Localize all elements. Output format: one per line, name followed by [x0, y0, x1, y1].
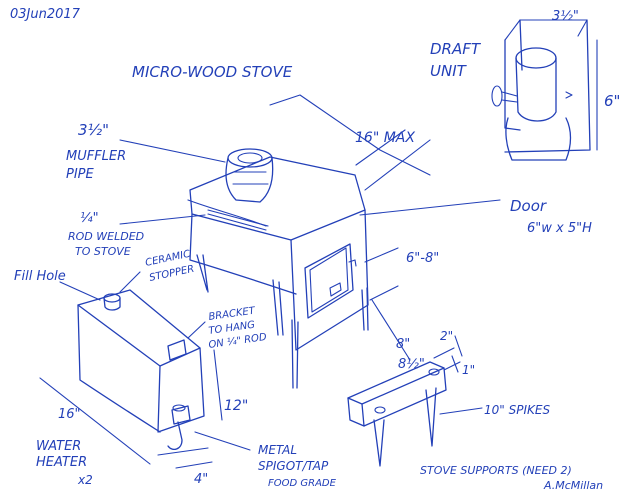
- spigot-label-line1: METAL: [258, 443, 297, 457]
- muffler-label-line1: MUFFLER: [66, 149, 126, 164]
- rod-size-label: ¼": [80, 211, 99, 226]
- support-thickness-label: 1": [462, 363, 475, 377]
- support-width-label: 8½": [398, 357, 425, 372]
- water-heater-height-label: 12": [224, 398, 248, 414]
- rod-label-line2: TO STOVE: [75, 245, 131, 258]
- water-heater-length-label: 16": [58, 407, 81, 422]
- support-top-width-label: 2": [440, 329, 453, 343]
- water-heater-qty-label: x2: [77, 473, 93, 487]
- spigot-label-line3: FOOD GRADE: [268, 478, 337, 489]
- draft-unit-label-line1: DRAFT: [430, 40, 482, 58]
- draft-unit-height-label: 6": [604, 92, 620, 110]
- rod-label-line1: ROD WELDED: [68, 230, 144, 243]
- date-label: 03Jun2017: [10, 7, 81, 22]
- wood-stove-drawing: [119, 94, 501, 389]
- draft-unit-label-line2: UNIT: [430, 62, 468, 80]
- spikes-label: 10" SPIKES: [484, 403, 550, 417]
- water-heater-width-label: 4": [194, 472, 208, 487]
- door-label: Door: [510, 197, 547, 215]
- draft-unit-drawing: [491, 19, 598, 161]
- author-signature: A.McMillan: [543, 479, 603, 492]
- spigot-label-line2: SPIGOT/TAP: [258, 459, 329, 473]
- fill-hole-label: Fill Hole: [14, 269, 66, 284]
- water-heater-drawing: [39, 271, 251, 469]
- muffler-size-label: 3½": [78, 121, 109, 139]
- door-size-label: 6"w x 5"H: [527, 221, 592, 236]
- sketch-title: MICRO-WOOD STOVE: [132, 63, 293, 81]
- muffler-label-line2: PIPE: [66, 167, 95, 182]
- stove-leg-height-label: 6"-8": [406, 251, 439, 266]
- draft-unit-width-label: 3½": [552, 9, 579, 24]
- water-heater-name-line2: HEATER: [36, 455, 87, 470]
- stove-supports-drawing: [347, 335, 483, 467]
- water-heater-name-line1: WATER: [36, 439, 81, 454]
- stove-supports-label: STOVE SUPPORTS (NEED 2): [420, 464, 572, 477]
- support-depth-label: 8": [396, 337, 410, 352]
